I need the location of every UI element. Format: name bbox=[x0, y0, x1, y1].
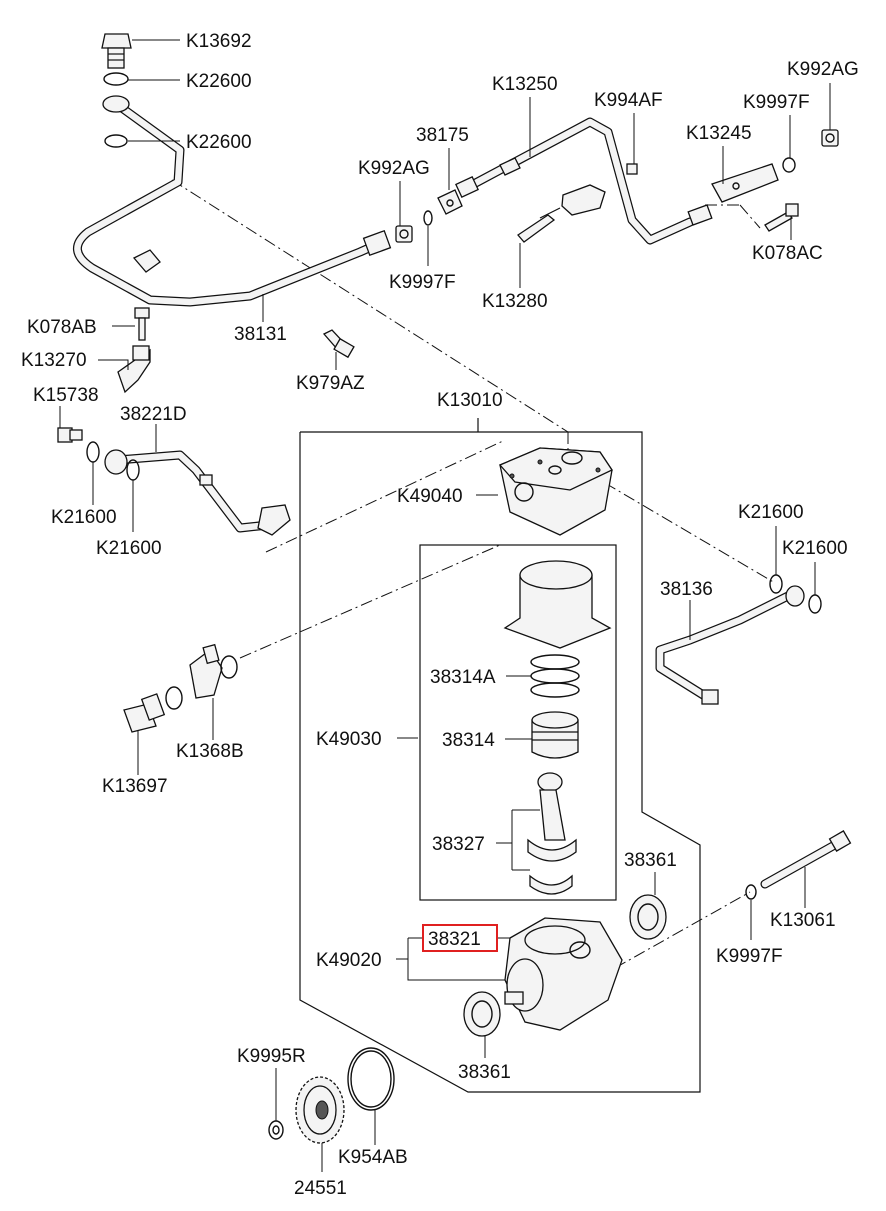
bolt-k078ab bbox=[134, 307, 150, 341]
bracket-38175 bbox=[437, 189, 463, 215]
label-k9997f-mid: K9997F bbox=[389, 272, 456, 293]
crankcase-k49020 bbox=[504, 917, 623, 1031]
label-k954ab: K954AB bbox=[338, 1147, 408, 1168]
label-k078ab: K078AB bbox=[27, 317, 97, 338]
fitting-k1368b bbox=[165, 643, 238, 710]
label-k9995r: K9995R bbox=[237, 1046, 306, 1067]
piston-38314 bbox=[531, 711, 579, 759]
gear-24551 bbox=[295, 1076, 345, 1144]
piston-rings-38314a bbox=[530, 654, 580, 698]
label-k13692: K13692 bbox=[186, 31, 252, 52]
washer-k9997f-top bbox=[782, 157, 796, 173]
pipe-k13250 bbox=[455, 117, 713, 245]
label-k49030: K49030 bbox=[316, 729, 382, 750]
label-38314a: 38314A bbox=[430, 667, 496, 688]
banjo-bolt-k13692 bbox=[101, 33, 132, 148]
bolt-k078ac bbox=[764, 203, 799, 232]
washer-k21600-right-b bbox=[808, 594, 822, 614]
label-k078ac: K078AC bbox=[752, 243, 823, 264]
label-k13697: K13697 bbox=[102, 776, 168, 797]
label-k1368b: K1368B bbox=[176, 741, 244, 762]
highlight-box-38321 bbox=[422, 924, 498, 952]
nut-k992ag-top bbox=[821, 129, 839, 147]
assembly-frames bbox=[299, 418, 701, 1093]
label-k13010: K13010 bbox=[437, 390, 503, 411]
pipe-38221d bbox=[104, 449, 291, 536]
nut-k994af bbox=[626, 163, 638, 175]
stud-k13061 bbox=[760, 830, 852, 889]
label-38131: 38131 bbox=[234, 324, 287, 345]
label-k13270: K13270 bbox=[21, 350, 87, 371]
leader-lines bbox=[59, 39, 831, 1172]
label-38136: 38136 bbox=[660, 579, 713, 600]
bolt-k979az bbox=[322, 329, 355, 359]
bracket-k13270 bbox=[117, 345, 151, 394]
label-k13280: K13280 bbox=[482, 291, 548, 312]
label-38321: 38321 bbox=[428, 929, 481, 950]
label-k13245: K13245 bbox=[686, 123, 752, 144]
bearing-38361-upper bbox=[629, 894, 667, 940]
pipe-38136 bbox=[655, 585, 805, 705]
fitting-k13280 bbox=[517, 184, 606, 243]
label-38327: 38327 bbox=[432, 834, 485, 855]
washer-k9997f-low bbox=[745, 884, 757, 900]
label-38221d: 38221D bbox=[120, 404, 187, 425]
washer-k21600-right-a bbox=[769, 574, 783, 594]
label-k992ag-mid: K992AG bbox=[358, 158, 430, 179]
connecting-rod-38327 bbox=[527, 772, 577, 895]
label-38361-lower: 38361 bbox=[458, 1062, 511, 1083]
washer-k21600-left-a bbox=[86, 441, 100, 463]
label-k9997f-top: K9997F bbox=[743, 92, 810, 113]
bearing-38361-lower bbox=[463, 991, 501, 1037]
label-k994af: K994AF bbox=[594, 90, 663, 111]
label-k21600-right-b: K21600 bbox=[782, 538, 848, 559]
label-k992ag-top: K992AG bbox=[787, 59, 859, 80]
label-k13250: K13250 bbox=[492, 74, 558, 95]
washer-k9995r bbox=[268, 1120, 284, 1140]
label-k979az: K979AZ bbox=[296, 373, 365, 394]
center-lines bbox=[171, 179, 776, 969]
nut-k992ag-mid bbox=[395, 225, 413, 243]
gasket-k954ab bbox=[347, 1047, 395, 1111]
label-k21600-right-a: K21600 bbox=[738, 502, 804, 523]
part-labels: K13692 K22600 K22600 K13250 K992AG K994A… bbox=[21, 31, 859, 1199]
label-24551: 24551 bbox=[294, 1178, 347, 1199]
label-38314: 38314 bbox=[442, 730, 495, 751]
bracket-k13245 bbox=[711, 163, 779, 203]
label-38175: 38175 bbox=[416, 125, 469, 146]
label-k21600-left-a: K21600 bbox=[51, 507, 117, 528]
label-k15738: K15738 bbox=[33, 385, 99, 406]
label-k22600-upper: K22600 bbox=[186, 71, 252, 92]
label-k49020: K49020 bbox=[316, 950, 382, 971]
cylinder-head-k49040 bbox=[498, 447, 613, 536]
washer-k9997f-mid bbox=[423, 210, 433, 226]
label-k9997f-low: K9997F bbox=[716, 946, 783, 967]
bolt-k13697 bbox=[123, 693, 166, 733]
pipe-38131 bbox=[73, 95, 392, 307]
label-k22600-lower: K22600 bbox=[186, 132, 252, 153]
label-k49040: K49040 bbox=[397, 486, 463, 507]
bolt-k15738 bbox=[57, 427, 83, 443]
cylinder-liner bbox=[503, 560, 612, 649]
label-38361-upper: 38361 bbox=[624, 850, 677, 871]
label-k13061: K13061 bbox=[770, 910, 836, 931]
label-k21600-left-b: K21600 bbox=[96, 538, 162, 559]
